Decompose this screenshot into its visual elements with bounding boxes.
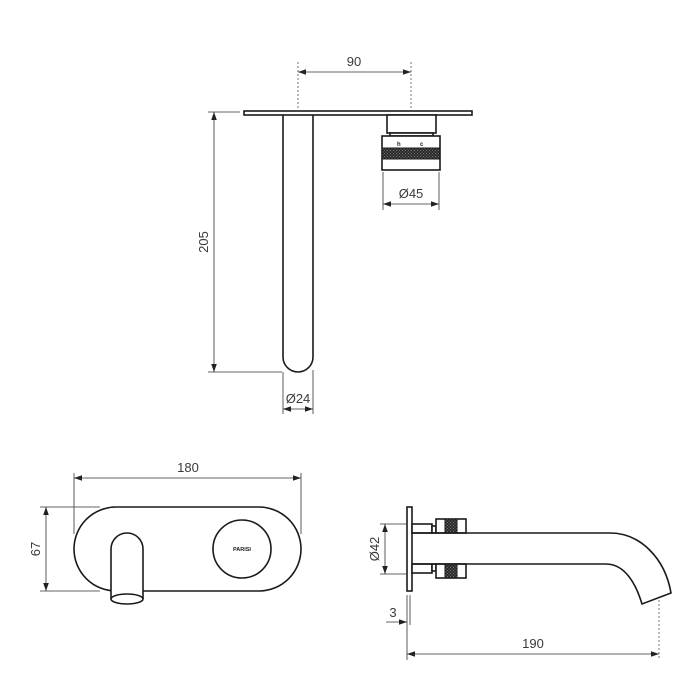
oval-wall-plate: [73, 506, 302, 592]
dim-180-label: 180: [177, 460, 199, 475]
spout-side-view: [412, 532, 672, 606]
dim-24-label: Ø24: [286, 391, 311, 406]
handle-stem: [386, 114, 437, 134]
wall-flange: [406, 506, 413, 592]
side-view: Ø42 3 190: [367, 506, 672, 660]
spout-top-view: [282, 115, 314, 373]
spout-front-view: [110, 532, 144, 599]
handle-front: [212, 519, 272, 579]
dim-67-label: 67: [28, 542, 43, 556]
spout-outlet: [110, 593, 144, 605]
dim-45-label: Ø45: [399, 186, 424, 201]
dim-3-label: 3: [389, 605, 396, 620]
dim-190-label: 190: [522, 636, 544, 651]
lower-stem: [411, 563, 433, 574]
wall-plate-edge: [243, 110, 473, 116]
handle-knurl: [381, 147, 441, 160]
lower-knurl: [444, 563, 458, 579]
dim-42-label: Ø42: [367, 537, 382, 562]
hot-mark: h: [397, 142, 401, 148]
front-view: PARISI 180 67: [28, 460, 302, 605]
cold-mark: c: [420, 142, 424, 148]
dim-205-label: 205: [196, 231, 211, 253]
upper-stem: [411, 523, 433, 534]
upper-knurl: [444, 518, 458, 534]
brand-label: PARISI: [233, 547, 251, 553]
dim-90-label: 90: [347, 54, 361, 69]
top-view: h c 90 Ø45 205 Ø24: [196, 54, 473, 414]
